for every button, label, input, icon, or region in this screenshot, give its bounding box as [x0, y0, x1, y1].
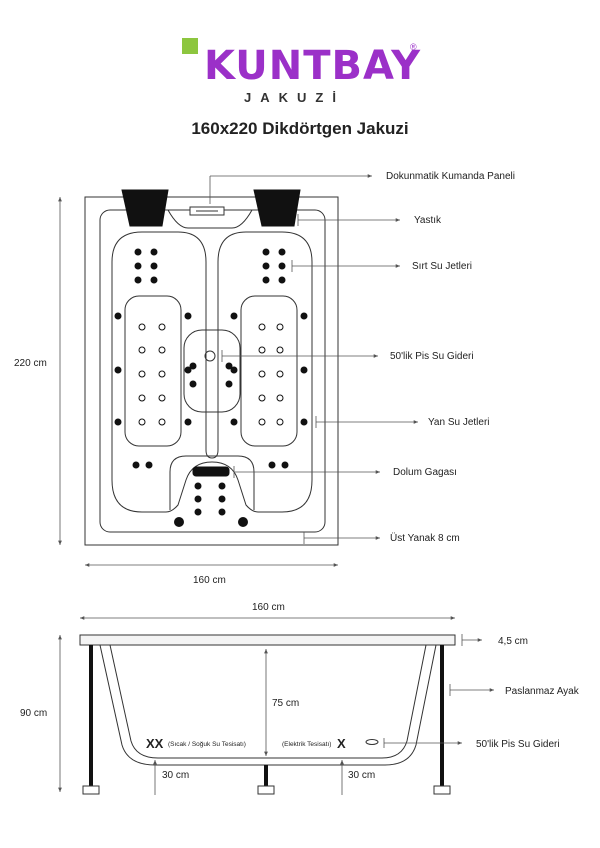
foot-right	[433, 785, 451, 795]
side-drain-label: 50'lik Pis Su Gideri	[476, 739, 560, 750]
electric-connection-mark: X	[337, 736, 346, 751]
control-panel-recess	[167, 209, 253, 229]
water-connection-mark: XX	[146, 736, 164, 751]
brand-logo: KUNTBAY ® JAKUZİ	[182, 38, 422, 118]
tub-inner-edge	[99, 209, 326, 533]
tub-outer-rim	[84, 196, 339, 546]
top-height-label: 220 cm	[14, 358, 47, 369]
electric-connection-label: (Elektrik Tesisatı)	[282, 741, 331, 748]
seat-right	[240, 295, 298, 447]
seat-left	[124, 295, 182, 447]
pillow-right	[253, 189, 301, 227]
drain-side	[365, 739, 379, 745]
top-width-label: 160 cm	[193, 575, 226, 586]
left-offset-label: 30 cm	[162, 770, 189, 781]
fill-spout	[192, 466, 230, 477]
top-dimensions	[58, 197, 338, 567]
leg-label: Paslanmaz Ayak	[505, 686, 580, 697]
foot-left	[82, 785, 100, 795]
jets-filled	[114, 248, 308, 527]
callout-pillow: Yastık	[414, 215, 442, 226]
side-dimensions	[58, 616, 494, 795]
jets-hollow	[138, 323, 284, 426]
brand-name: KUNTBAY	[204, 43, 422, 89]
callout-rim: Üst Yanak 8 cm	[390, 532, 460, 544]
side-view	[79, 634, 456, 795]
rim-thickness-label: 4,5 cm	[498, 636, 528, 647]
side-basin-inner	[109, 644, 427, 759]
callout-side-jets: Yan Su Jetleri	[428, 417, 490, 428]
top-callout-lines	[209, 174, 418, 544]
logo-green-square	[182, 38, 198, 54]
tub-basin	[111, 231, 313, 513]
callout-fill: Dolum Gagası	[393, 467, 457, 478]
side-basin-outer	[99, 644, 437, 766]
water-connection-label: (Sıcak / Soğuk Su Tesisatı)	[168, 741, 246, 748]
registered-mark: ®	[410, 42, 417, 52]
side-width-label: 160 cm	[252, 602, 285, 613]
callout-drain: 50'lik Pis Su Gideri	[390, 351, 474, 362]
pillow-left	[121, 189, 169, 227]
callout-control-panel: Dokunmatik Kumanda Paneli	[386, 171, 515, 182]
top-view	[84, 189, 339, 546]
inner-depth-label: 75 cm	[272, 698, 299, 709]
right-offset-label: 30 cm	[348, 770, 375, 781]
center-island	[183, 329, 241, 413]
side-rim	[79, 634, 456, 646]
footwell	[169, 455, 255, 510]
brand-subtitle: JAKUZİ	[244, 90, 345, 105]
drain-top	[204, 350, 216, 362]
page-title: 160x220 Dikdörtgen Jakuzi	[191, 119, 409, 138]
foot-center	[257, 785, 275, 795]
side-height-label: 90 cm	[20, 708, 47, 719]
callout-back-jets: Sırt Su Jetleri	[412, 261, 472, 272]
